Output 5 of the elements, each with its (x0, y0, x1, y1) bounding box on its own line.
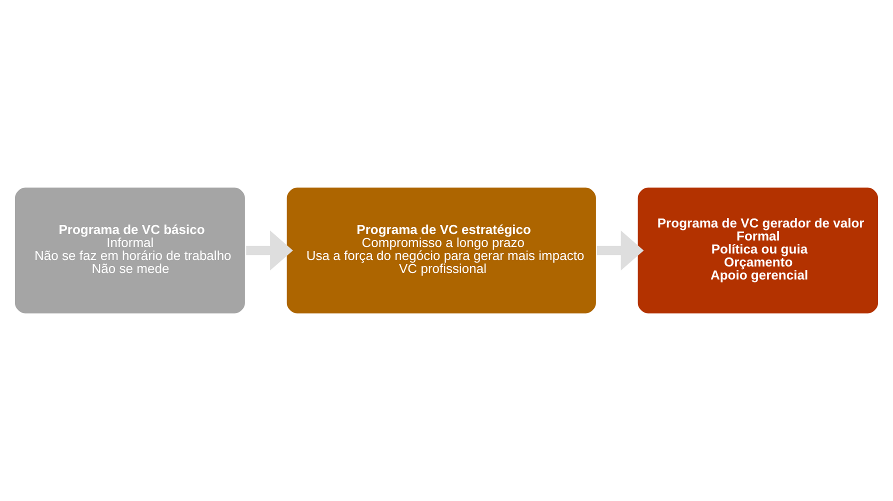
node-box: Programa de VC básico Informal Não se faz em horário de trabalho Não se mede (13, 186, 247, 316)
arrow (596, 230, 644, 271)
node-box: Programa de VC gerador de valor Formal Política ou guia Orçamento Apoio gerencial (636, 186, 880, 316)
node-box: Programa de VC estratégico Compromisso a longo prazo Usa a força do negócio para gerar mais impacto VC profissional (284, 186, 598, 316)
arrow (246, 230, 293, 271)
